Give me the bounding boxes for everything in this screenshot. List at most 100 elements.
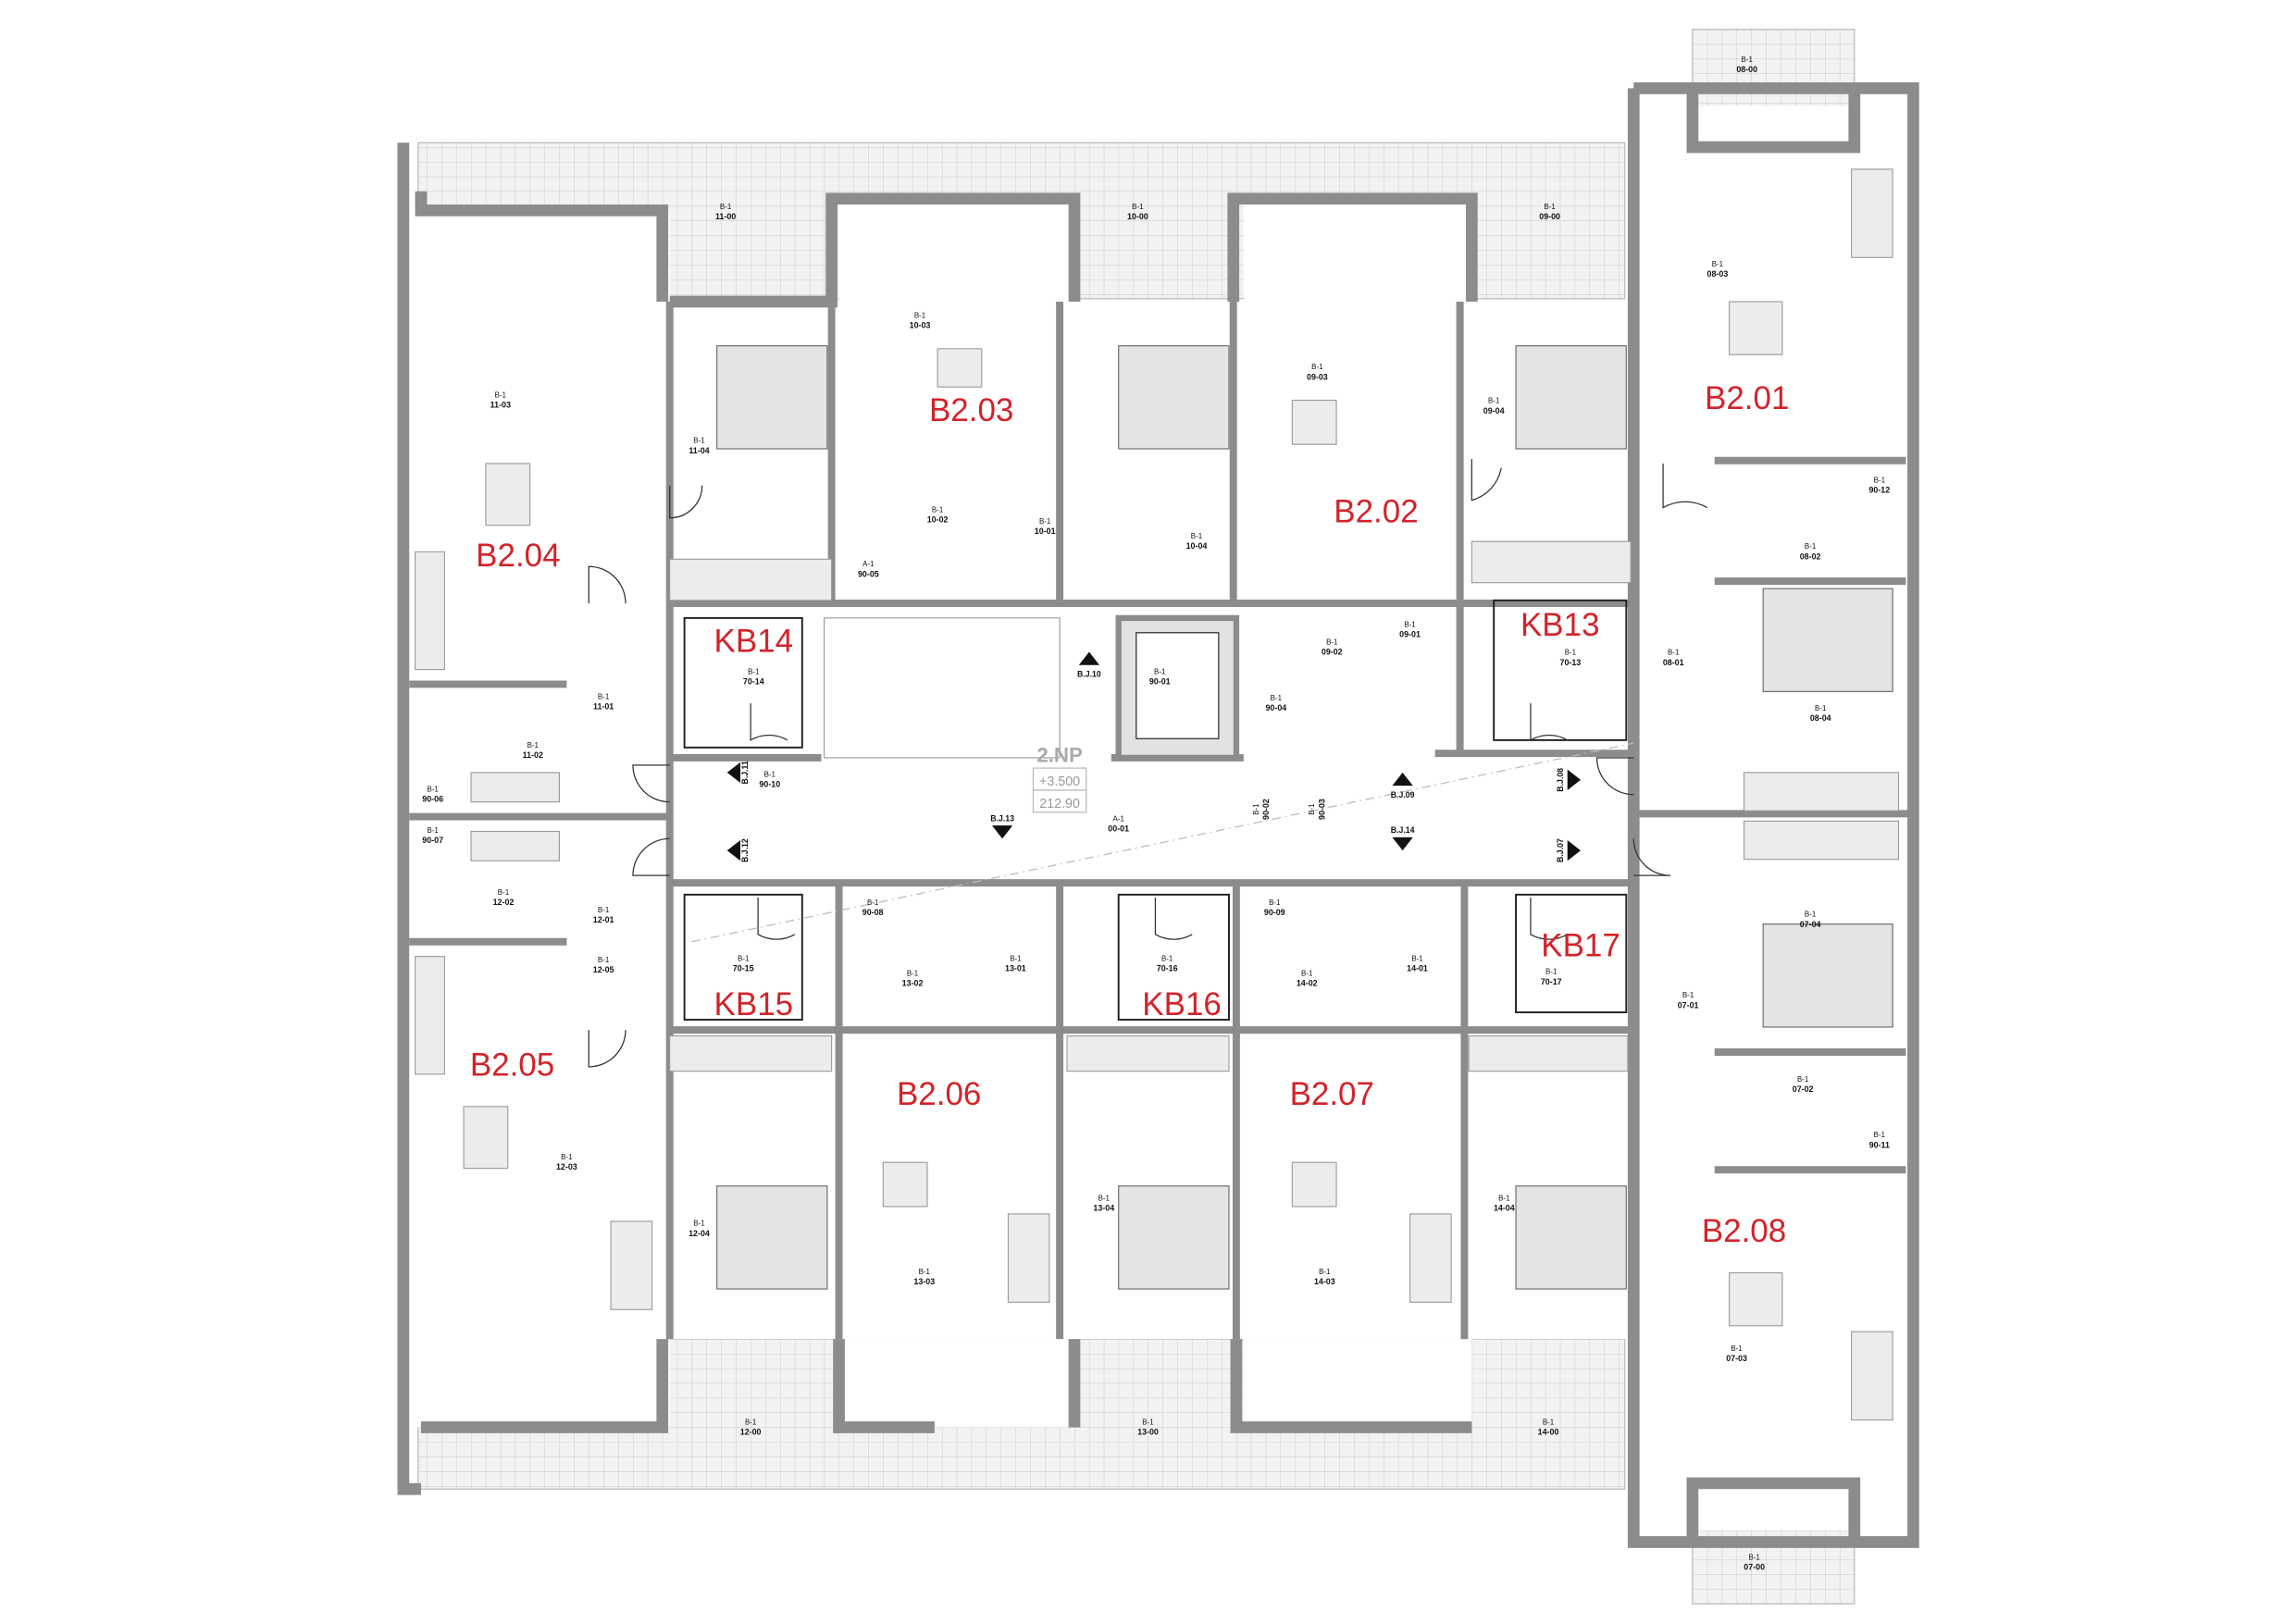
room-label[interactable]: B-107-01 bbox=[1678, 991, 1699, 1010]
room-category: B-1 bbox=[1154, 667, 1166, 675]
room-label[interactable]: B-111-04 bbox=[689, 437, 709, 455]
room-label[interactable]: B-110-03 bbox=[910, 311, 931, 329]
room-label[interactable]: B-108-00 bbox=[1736, 56, 1757, 74]
room-label[interactable]: B-114-00 bbox=[1538, 1418, 1559, 1436]
room-label[interactable]: B-112-05 bbox=[593, 956, 614, 974]
room-label[interactable]: B-170-16 bbox=[1157, 954, 1178, 973]
room-label[interactable]: B-112-00 bbox=[740, 1418, 762, 1436]
section-marker[interactable]: B.J.12 bbox=[726, 838, 750, 862]
room-code: 09-02 bbox=[1322, 648, 1343, 657]
room-label[interactable]: B-113-01 bbox=[1005, 954, 1026, 973]
room-label[interactable]: B-109-04 bbox=[1483, 397, 1505, 415]
section-marker[interactable]: B.J.08 bbox=[1556, 768, 1582, 792]
room-label[interactable]: B-190-04 bbox=[1265, 694, 1286, 712]
room-label[interactable]: B-108-02 bbox=[1800, 542, 1821, 561]
room-label[interactable]: B-114-01 bbox=[1407, 954, 1428, 973]
room-label[interactable]: B-190-06 bbox=[422, 786, 443, 804]
room-category: B-1 bbox=[1319, 1268, 1331, 1276]
section-marker-label: B.J.10 bbox=[1077, 669, 1101, 678]
room-label[interactable]: B-110-00 bbox=[1127, 203, 1148, 221]
room-label[interactable]: B-107-00 bbox=[1744, 1554, 1765, 1572]
room-label[interactable]: B-109-00 bbox=[1539, 203, 1560, 221]
section-marker[interactable]: B.J.10 bbox=[1077, 651, 1101, 678]
section-marker[interactable]: B.J.09 bbox=[1391, 772, 1415, 799]
room-label[interactable]: B-111-02 bbox=[523, 741, 543, 760]
storage-label[interactable]: KB14 bbox=[714, 623, 794, 659]
room-label[interactable]: B-109-02 bbox=[1322, 638, 1343, 657]
arrow-down-icon bbox=[1392, 836, 1413, 851]
room-label[interactable]: B-190-09 bbox=[1264, 898, 1285, 917]
room-label[interactable]: B-113-00 bbox=[1137, 1418, 1159, 1436]
section-marker[interactable]: B.J.13 bbox=[990, 813, 1014, 839]
room-label[interactable]: B-190-07 bbox=[422, 826, 443, 845]
room-label[interactable]: B-110-02 bbox=[927, 505, 949, 524]
room-label[interactable]: B-112-04 bbox=[689, 1220, 710, 1238]
storage-label[interactable]: KB15 bbox=[714, 986, 794, 1022]
room-label[interactable]: B-170-15 bbox=[733, 954, 754, 973]
unit-label[interactable]: B2.04 bbox=[476, 538, 560, 574]
unit-label[interactable]: B2.07 bbox=[1290, 1076, 1374, 1112]
level-elevation: +3.500 bbox=[1039, 774, 1080, 789]
room-code: 12-03 bbox=[556, 1162, 577, 1171]
room-label[interactable]: B-114-02 bbox=[1297, 969, 1318, 987]
room-category: B-1 bbox=[693, 1220, 705, 1228]
room-code: 14-00 bbox=[1538, 1427, 1559, 1436]
room-label[interactable]: B-170-14 bbox=[743, 667, 764, 686]
room-label[interactable]: B-114-03 bbox=[1314, 1268, 1335, 1286]
room-label[interactable]: B-170-13 bbox=[1560, 649, 1582, 667]
room-label[interactable]: B-111-01 bbox=[593, 692, 614, 711]
room-label[interactable]: B-109-03 bbox=[1307, 363, 1328, 381]
room-category: B-1 bbox=[1874, 477, 1886, 485]
room-label[interactable]: B-190-08 bbox=[863, 898, 884, 917]
room-label[interactable]: A-100-01 bbox=[1108, 814, 1129, 833]
room-label[interactable]: A-190-05 bbox=[858, 560, 879, 578]
storage-label[interactable]: KB17 bbox=[1541, 928, 1620, 964]
section-marker-label: B.J.07 bbox=[1556, 838, 1565, 862]
section-marker[interactable]: B.J.07 bbox=[1556, 838, 1582, 862]
section-marker[interactable]: B.J.11 bbox=[726, 761, 750, 784]
unit-label[interactable]: B2.03 bbox=[929, 392, 1013, 428]
room-label[interactable]: B-108-03 bbox=[1707, 260, 1729, 279]
room-label[interactable]: B-108-04 bbox=[1810, 704, 1831, 723]
room-label[interactable]: B-108-01 bbox=[1663, 649, 1684, 667]
room-label[interactable]: B-112-02 bbox=[493, 888, 515, 907]
staircase[interactable] bbox=[824, 617, 1061, 759]
room-label[interactable]: B-107-03 bbox=[1726, 1344, 1747, 1363]
room-label[interactable]: B-113-03 bbox=[913, 1268, 935, 1286]
unit-label[interactable]: B2.05 bbox=[470, 1047, 554, 1083]
section-marker[interactable]: B.J.14 bbox=[1391, 825, 1415, 851]
room-label[interactable]: B-110-01 bbox=[1035, 517, 1056, 536]
room-label[interactable]: B-190-10 bbox=[759, 771, 780, 789]
room-label[interactable]: B-107-04 bbox=[1800, 911, 1821, 929]
room-label[interactable]: B-110-04 bbox=[1186, 532, 1208, 551]
room-code: 10-00 bbox=[1127, 212, 1148, 221]
room-category: B-1 bbox=[1545, 968, 1558, 976]
room-category: B-1 bbox=[1682, 991, 1694, 999]
room-label[interactable]: B-190-11 bbox=[1869, 1131, 1890, 1149]
room-label[interactable]: B-112-03 bbox=[556, 1153, 577, 1171]
room-label[interactable]: B-111-03 bbox=[490, 390, 511, 409]
unit-label[interactable]: B2.02 bbox=[1334, 494, 1418, 530]
room-code: 90-10 bbox=[759, 780, 780, 789]
room-category: B-1 bbox=[1488, 397, 1500, 405]
room-label[interactable]: B-190-01 bbox=[1149, 667, 1171, 686]
room-label[interactable]: B-111-00 bbox=[715, 203, 736, 221]
room-label[interactable]: B-109-01 bbox=[1399, 620, 1421, 638]
walls bbox=[397, 82, 1919, 1548]
unit-label[interactable]: B2.01 bbox=[1705, 380, 1789, 416]
room-category: B-1 bbox=[1748, 1554, 1760, 1562]
room-category: B-1 bbox=[1805, 911, 1817, 919]
room-label[interactable]: B-113-04 bbox=[1093, 1195, 1114, 1213]
room-label[interactable]: B-170-17 bbox=[1541, 968, 1562, 986]
unit-label[interactable]: B2.06 bbox=[897, 1076, 981, 1112]
room-label[interactable]: B-113-02 bbox=[902, 969, 924, 987]
room-label[interactable]: B-190-12 bbox=[1868, 477, 1890, 495]
storage-label[interactable]: KB13 bbox=[1520, 607, 1600, 643]
room-label[interactable]: B-112-01 bbox=[593, 906, 614, 924]
unit-label[interactable]: B2.08 bbox=[1702, 1213, 1786, 1249]
room-label[interactable]: B-107-02 bbox=[1793, 1075, 1814, 1094]
storage-label[interactable]: KB16 bbox=[1142, 986, 1222, 1022]
room-label[interactable]: B-114-04 bbox=[1494, 1195, 1515, 1213]
